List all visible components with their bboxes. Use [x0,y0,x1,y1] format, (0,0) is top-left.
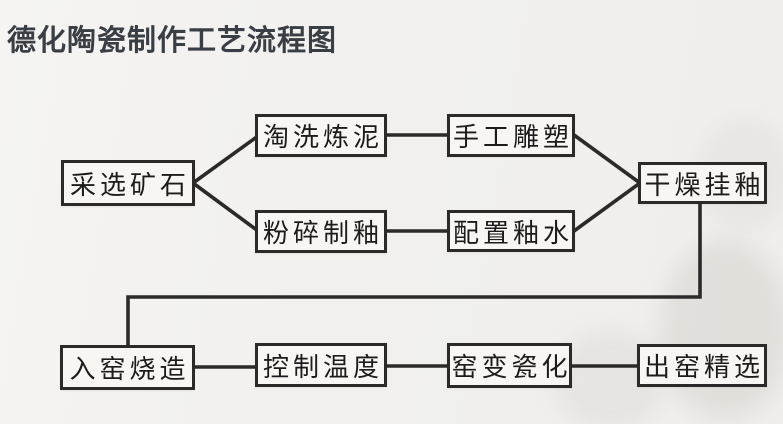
edge-mine-to-crush [191,181,260,233]
node-temperature-control: 控制温度 [255,343,387,387]
node-mix-glaze-water: 配置釉水 [447,210,575,252]
edge-dryglaze-to-kiln [126,202,702,346]
edge-mixglaze-to-dryglaze [572,181,642,233]
edge-sculpt-to-dryglaze [572,133,642,185]
page-title: 德化陶瓷制作工艺流程图 [7,23,338,57]
node-mine-ore: 采选矿石 [61,160,195,206]
node-select-from-kiln: 出窑精选 [637,344,767,387]
node-dry-apply-glaze: 干燥挂釉 [638,162,767,204]
node-hand-sculpt: 手工雕塑 [447,114,575,157]
edge-mine-to-wash [191,134,260,185]
node-kiln-firing: 入窑烧造 [60,345,195,390]
node-wash-refine-clay: 淘洗炼泥 [255,114,387,157]
node-kiln-transformation: 窑变瓷化 [447,343,572,388]
node-crush-make-glaze: 粉碎制釉 [255,210,387,253]
